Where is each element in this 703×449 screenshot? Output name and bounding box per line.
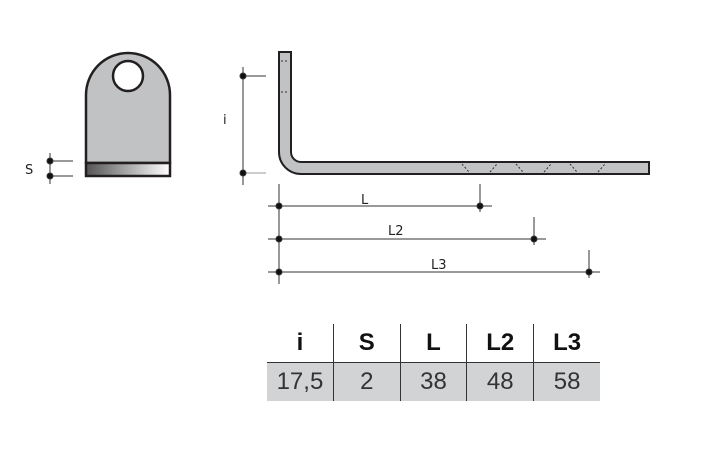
front-view [84, 51, 172, 178]
table-row: 17,5 2 38 48 58 [267, 362, 600, 401]
header-i: i [267, 324, 334, 363]
header-l: L [399, 324, 467, 363]
cell-l2: 48 [466, 362, 534, 401]
side-view [278, 51, 650, 175]
dimension-label-l2: L2 [388, 224, 404, 239]
header-s: S [332, 324, 401, 363]
dimension-label-i: i [223, 113, 227, 128]
cell-i: 17,5 [267, 362, 334, 401]
table-header-row: i S L L2 L3 [267, 324, 600, 363]
dimension-label-s: S [25, 163, 33, 178]
dimensions-table: i S L L2 L3 17,5 2 38 48 58 [267, 324, 600, 401]
dimension-label-l3: L3 [431, 258, 447, 273]
header-l3: L3 [533, 324, 600, 363]
header-l2: L2 [466, 324, 534, 363]
dimension-s [46, 153, 73, 184]
dimension-lengths [268, 184, 600, 284]
cell-l3: 58 [533, 362, 600, 401]
dimension-label-l: L [361, 193, 369, 208]
dimension-i [239, 67, 266, 185]
cell-s: 2 [332, 362, 401, 401]
cell-l: 38 [399, 362, 467, 401]
